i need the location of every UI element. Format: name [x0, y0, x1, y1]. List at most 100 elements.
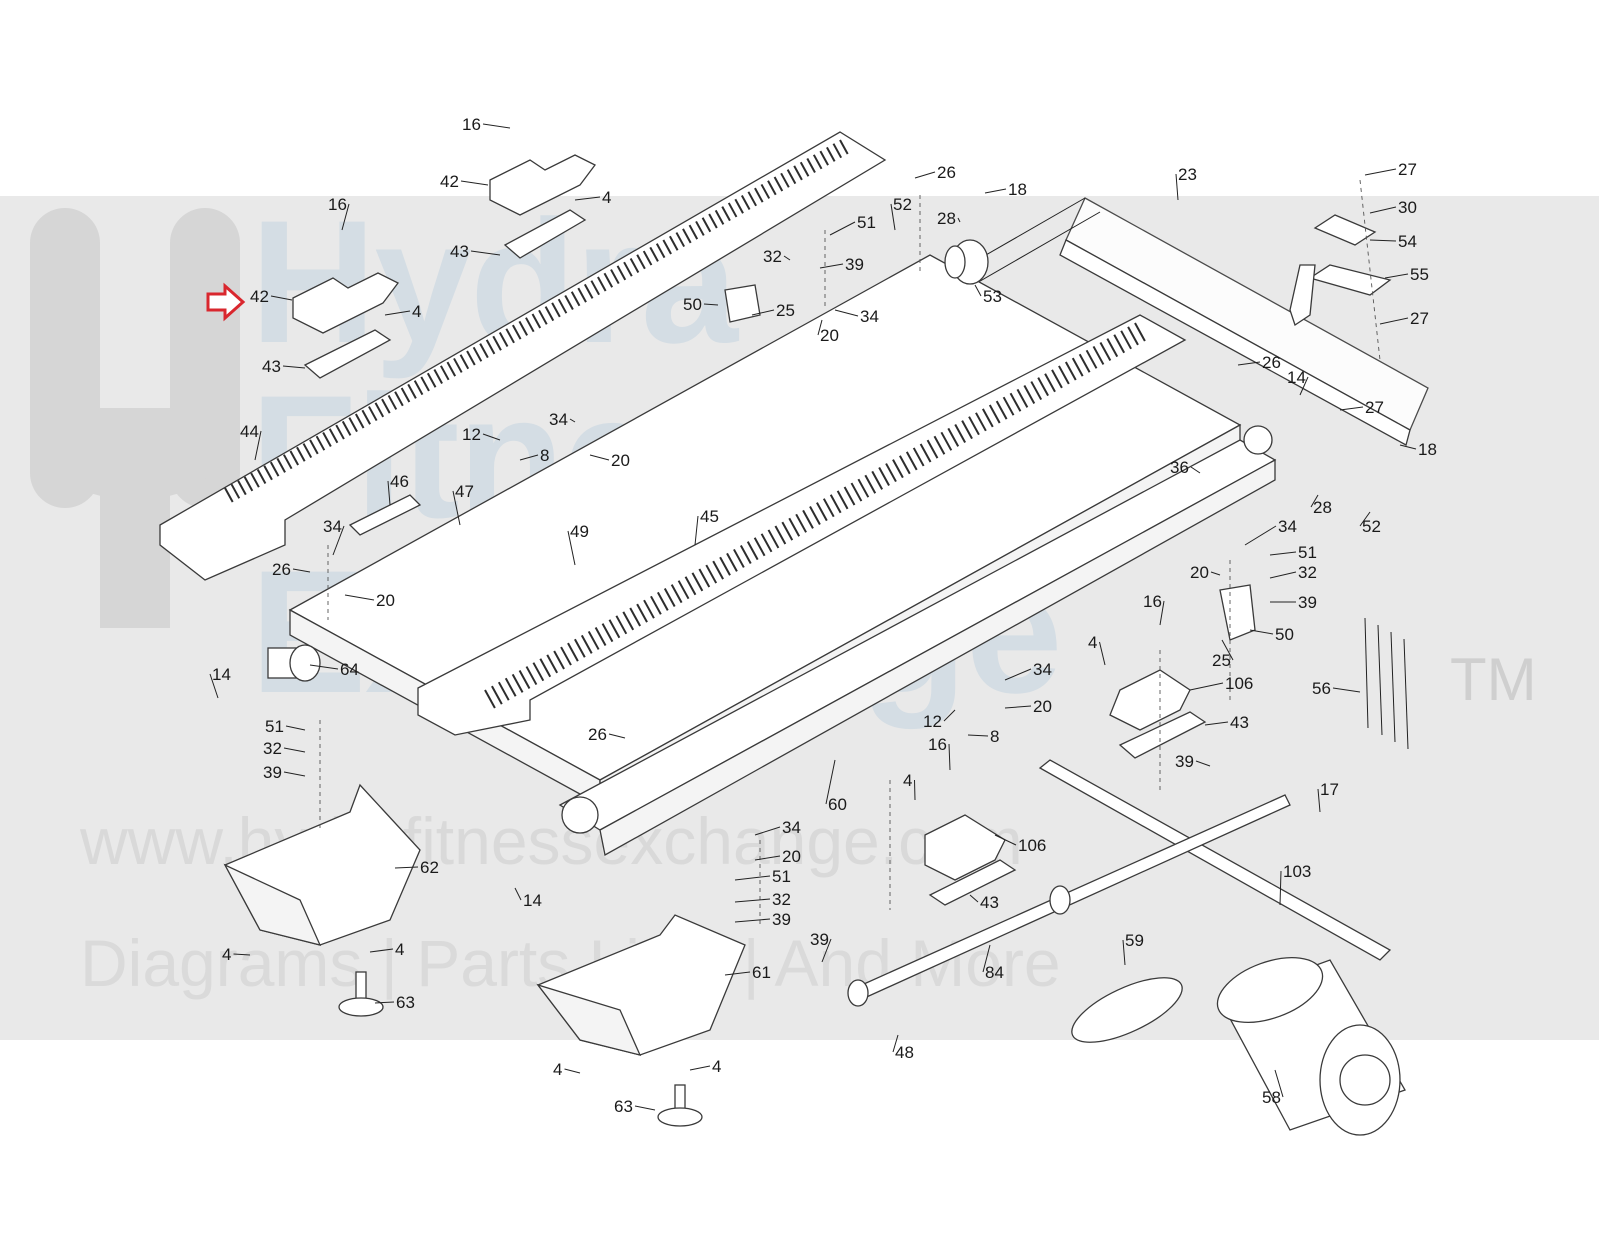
- callout-number: 8: [540, 446, 549, 465]
- rail-slat: [746, 541, 759, 561]
- callout-leader-line: [1122, 939, 1126, 966]
- left-foot: [338, 971, 384, 1017]
- upper-bracket-assembly: [489, 154, 596, 259]
- callout-leader-line: [608, 733, 626, 739]
- rail-slat: [864, 474, 877, 494]
- callout-c-4-c: 4: [1088, 633, 1106, 666]
- callout-c-16-a: 16: [462, 115, 511, 134]
- rail-slat: [919, 443, 932, 463]
- rail-slat: [981, 408, 994, 428]
- callout-c-4-e: 4: [222, 945, 251, 964]
- rail-slat: [511, 673, 524, 693]
- rail-slat: [682, 228, 692, 244]
- rail-slat: [786, 169, 797, 185]
- callout-c-51-a: 51: [829, 213, 876, 236]
- callout-number: 16: [462, 115, 481, 134]
- rail-slat: [413, 380, 424, 396]
- callout-c-61: 61: [724, 963, 771, 982]
- callout-number: 61: [752, 963, 771, 982]
- rail-slat: [348, 417, 358, 433]
- callout-leader-line: [1204, 721, 1229, 726]
- callout-number: 43: [262, 357, 281, 376]
- rail-slat: [564, 295, 574, 310]
- callout-c-4-d: 4: [903, 771, 916, 801]
- left-bracket-assembly: [292, 272, 399, 379]
- rail-slat: [603, 272, 614, 288]
- callout-c-32-c: 32: [263, 739, 306, 758]
- rail-slat: [767, 180, 777, 196]
- rail-slat: [283, 454, 293, 470]
- callout-number: 59: [1125, 931, 1144, 950]
- rail-slat: [580, 634, 593, 654]
- callout-leader-line: [751, 309, 775, 316]
- callout-leader-line: [817, 319, 823, 336]
- callout-number: 51: [857, 213, 876, 232]
- callout-c-64: 64: [309, 660, 359, 679]
- callout-c-62: 62: [394, 858, 439, 877]
- callout-leader-line: [1399, 444, 1417, 450]
- callout-c-32-b: 32: [1269, 563, 1317, 582]
- callout-leader-line: [514, 887, 522, 901]
- callout-leader-line: [825, 759, 836, 805]
- rail-slat: [485, 339, 496, 355]
- callout-leader-line: [1269, 571, 1297, 579]
- rail-slat: [616, 265, 627, 281]
- rail-slat: [553, 650, 565, 670]
- rail-slat: [583, 283, 594, 299]
- callout-number: 26: [1262, 353, 1281, 372]
- callout-c-26-d: 26: [588, 725, 626, 744]
- rail-slat: [511, 324, 522, 340]
- rail-slat: [850, 482, 863, 502]
- rail-slat: [567, 642, 579, 662]
- rail-slat: [954, 424, 966, 443]
- callout-leader-line: [285, 725, 306, 731]
- callout-c-59: 59: [1122, 931, 1144, 966]
- callout-c-25-a: 25: [751, 301, 795, 320]
- rail-slat: [819, 150, 829, 166]
- callout-number: 56: [1312, 679, 1331, 698]
- rail-slat: [712, 560, 724, 580]
- callout-number: 26: [937, 163, 956, 182]
- rail-slat: [532, 662, 545, 682]
- rail-slat: [328, 428, 339, 444]
- rail-slat: [926, 439, 939, 459]
- rail-slat: [663, 588, 676, 607]
- callout-number: 106: [1018, 836, 1046, 855]
- callout-leader-line: [564, 1068, 581, 1074]
- callout-leader-line: [309, 664, 339, 670]
- rail-slat: [629, 607, 641, 627]
- callout-number: 12: [923, 712, 942, 731]
- callout-leader-line: [734, 875, 771, 881]
- rail-slat: [610, 269, 620, 285]
- rail-slat: [809, 506, 821, 525]
- rail-slat: [781, 521, 794, 541]
- rail-slat: [1071, 357, 1084, 377]
- rail-slat: [905, 451, 918, 471]
- rail-slat: [1085, 349, 1098, 369]
- rail-slat: [899, 455, 911, 475]
- callout-number: 36: [1170, 458, 1189, 477]
- cable-ties: [1364, 617, 1409, 750]
- callout-number: 23: [1178, 165, 1197, 184]
- warning-label: [348, 494, 422, 536]
- callout-number: 16: [928, 735, 947, 754]
- callout-leader-line: [344, 594, 375, 601]
- callout-c-20-d: 20: [1190, 563, 1221, 582]
- callout-leader-line: [567, 530, 576, 566]
- callout-number: 54: [1398, 232, 1417, 251]
- callout-c-60: 60: [825, 759, 847, 814]
- callout-number: 51: [265, 717, 284, 736]
- left-mount-bracket: [724, 284, 761, 323]
- callout-leader-line: [734, 918, 771, 923]
- rail-slat: [656, 591, 669, 611]
- rail-slat: [1064, 361, 1077, 381]
- callout-number: 45: [700, 507, 719, 526]
- callout-leader-line: [689, 1065, 711, 1071]
- rail-slat: [1134, 322, 1146, 342]
- rail-slat: [857, 478, 870, 498]
- callout-leader-line: [982, 944, 991, 973]
- rail-slat: [322, 431, 332, 447]
- rail-slat: [675, 232, 686, 248]
